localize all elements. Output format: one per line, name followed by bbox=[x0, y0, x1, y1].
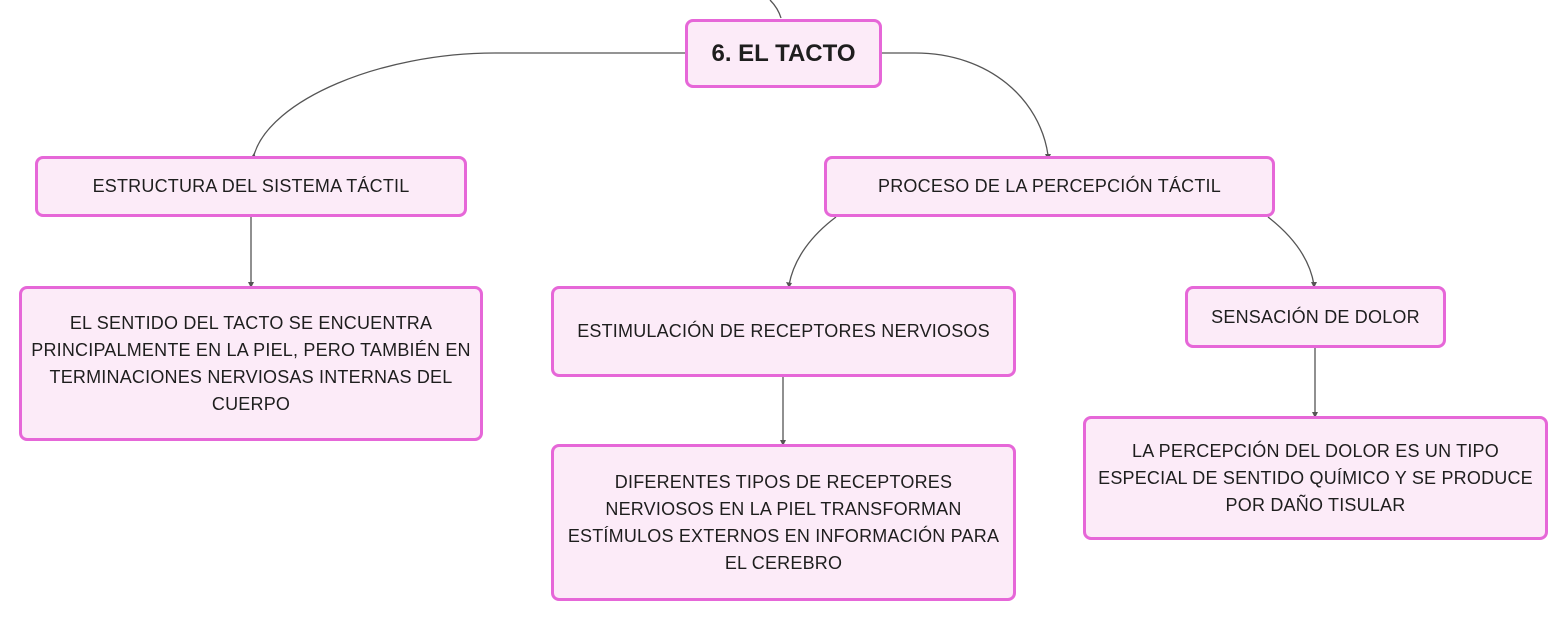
node-sensacion-dolor[interactable]: SENSACIÓN DE DOLOR bbox=[1185, 286, 1446, 348]
node-label: SENSACIÓN DE DOLOR bbox=[1211, 306, 1420, 327]
node-label: DIFERENTES TIPOS DE RECEPTORES NERVIOSOS… bbox=[567, 471, 1000, 573]
connector-proceso-to-estimulacion bbox=[788, 216, 837, 286]
node-estimulacion-receptores[interactable]: ESTIMULACIÓN DE RECEPTORES NERVIOSOS bbox=[551, 286, 1016, 377]
node-tipos-receptores[interactable]: DIFERENTES TIPOS DE RECEPTORES NERVIOSOS… bbox=[551, 444, 1016, 601]
connector-root-to-proceso bbox=[882, 52, 1049, 156]
arrowhead-receptores bbox=[780, 440, 786, 446]
node-label: LA PERCEPCIÓN DEL DOLOR ES UN TIPO ESPEC… bbox=[1098, 440, 1533, 515]
node-label: EL SENTIDO DEL TACTO SE ENCUENTRA PRINCI… bbox=[31, 312, 471, 414]
node-label: ESTIMULACIÓN DE RECEPTORES NERVIOSOS bbox=[577, 321, 990, 341]
root-node-label: 6. EL TACTO bbox=[711, 40, 856, 67]
node-proceso-percepcion-tactil[interactable]: PROCESO DE LA PERCEPCIÓN TÁCTIL bbox=[824, 156, 1275, 217]
node-label: PROCESO DE LA PERCEPCIÓN TÁCTIL bbox=[878, 176, 1221, 196]
root-node-el-tacto[interactable]: 6. EL TACTO bbox=[685, 19, 882, 88]
connector-incoming-root bbox=[769, 0, 782, 19]
arrowhead-estimulacion bbox=[786, 282, 792, 288]
node-estructura-sistema-tactil[interactable]: ESTRUCTURA DEL SISTEMA TÁCTIL bbox=[35, 156, 467, 217]
connector-root-to-estructura bbox=[253, 52, 686, 156]
connector-proceso-to-dolor bbox=[1267, 216, 1315, 286]
arrowhead-percepcion bbox=[1312, 412, 1318, 418]
node-sentido-del-tacto[interactable]: EL SENTIDO DEL TACTO SE ENCUENTRA PRINCI… bbox=[19, 286, 483, 441]
arrowhead-dolor bbox=[1311, 282, 1317, 288]
node-label: ESTRUCTURA DEL SISTEMA TÁCTIL bbox=[92, 176, 410, 196]
node-percepcion-dolor[interactable]: LA PERCEPCIÓN DEL DOLOR ES UN TIPO ESPEC… bbox=[1083, 416, 1548, 540]
arrowhead-sentido bbox=[248, 282, 254, 288]
